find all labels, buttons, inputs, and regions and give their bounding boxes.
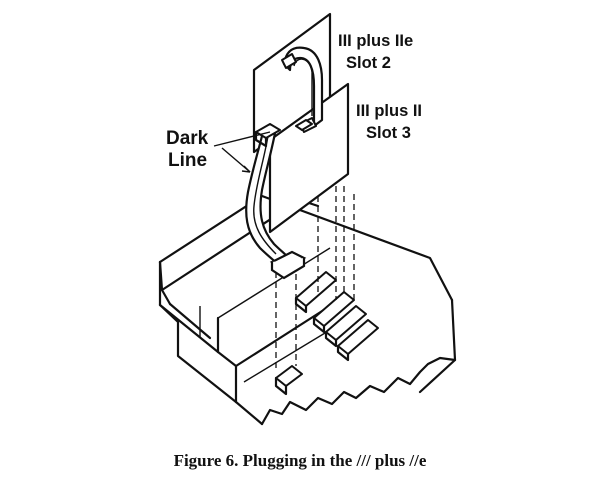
computer-chassis xyxy=(158,194,457,426)
ribbon-cable-down xyxy=(245,119,313,280)
dark-line-leaders xyxy=(213,131,271,173)
label-slot2-line2: Slot 2 xyxy=(346,54,391,72)
label-line: Line xyxy=(168,150,207,171)
plugging-diagram: III plus IIe Slot 2 III plus II Slot 3 D… xyxy=(158,12,457,426)
label-slot3-line1: III plus II xyxy=(356,102,422,120)
figure-caption: Figure 6. Plugging in the /// plus //e xyxy=(173,451,427,470)
label-slot2-line1: III plus IIe xyxy=(338,32,413,50)
label-dark: Dark xyxy=(166,128,209,149)
motherboard-slots xyxy=(274,271,379,396)
label-slot3-line2: Slot 3 xyxy=(366,124,411,142)
